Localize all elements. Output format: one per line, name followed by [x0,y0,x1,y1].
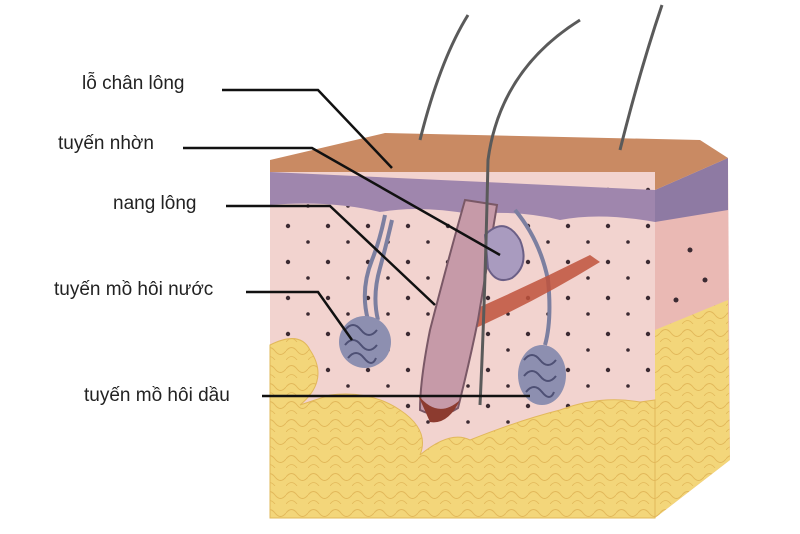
hair-shaft-left [418,14,470,141]
leader-line-pore [222,88,393,169]
eccrine-sweat-gland [339,214,394,368]
leader-line-follicle [226,204,436,306]
label-pore: lỗ chân lông [82,73,185,94]
leader-lines [183,88,530,398]
subcutaneous-fat [269,338,656,519]
label-hair-follicle: nang lông [113,193,197,214]
sebaceous-gland [483,225,525,281]
skin-block-side [655,158,730,518]
label-apocrine-sweat-gland: tuyến mồ hôi dầu [84,385,230,406]
hair-shaft-center [478,18,581,406]
leader-line-eccrine [246,290,354,341]
epidermis [270,172,655,222]
label-eccrine-sweat-gland: tuyến mồ hôi nước [54,279,214,300]
arrector-pili-muscle [450,255,600,335]
hair-bulb [418,395,460,423]
label-sebaceous-gland: tuyến nhờn [58,133,154,154]
leader-line-sebaceous [183,146,501,257]
hair-shaft-right [618,4,664,151]
